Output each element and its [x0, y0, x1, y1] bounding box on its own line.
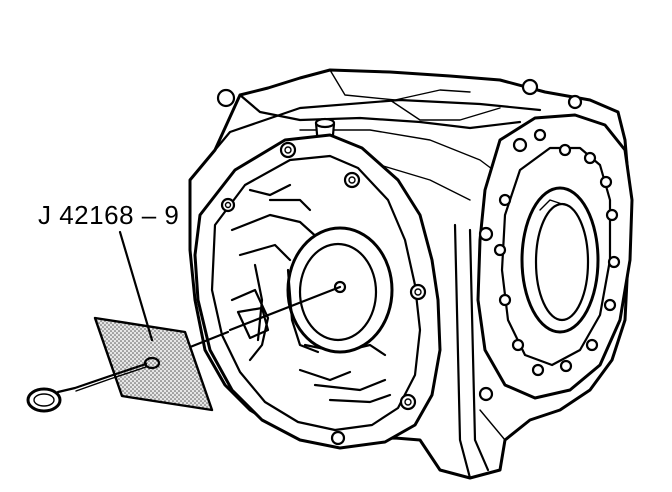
tool-plate — [93, 316, 214, 412]
tool-plate-assembly — [26, 285, 342, 413]
tool-number-label: J 42168 – 9 — [38, 200, 179, 230]
tool-lanyard — [56, 362, 148, 394]
rear-flange-bolt-holes — [478, 128, 621, 402]
rear-flange — [476, 113, 634, 402]
flange-bolt-holes — [220, 141, 427, 446]
tool-ring — [26, 387, 62, 413]
callout-leader-line — [118, 230, 154, 342]
inner-bore — [286, 226, 394, 354]
tool-callout: J 42168 – 9 — [38, 200, 179, 342]
